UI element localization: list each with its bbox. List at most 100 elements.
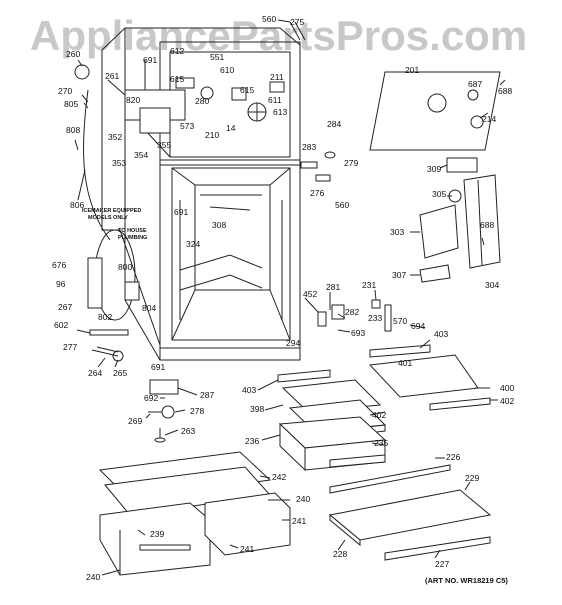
part-label: 694 <box>411 321 425 331</box>
part-label: 691 <box>151 362 165 372</box>
part-label: 304 <box>485 280 499 290</box>
part-label: 355 <box>157 140 171 150</box>
part-label: 688 <box>480 220 494 230</box>
part-label: 226 <box>446 452 460 462</box>
part-label: 802 <box>98 312 112 322</box>
part-label: 691 <box>174 207 188 217</box>
part-label: 808 <box>66 125 80 135</box>
part-label: 403 <box>242 385 256 395</box>
part-label: 240 <box>86 572 100 582</box>
brackets <box>89 151 392 443</box>
part-label: 693 <box>351 328 365 338</box>
part-label: 687 <box>468 79 482 89</box>
part-label: 240 <box>296 494 310 504</box>
art-number: (ART NO. WR18219 C5) <box>425 576 508 585</box>
leader-lines <box>74 19 506 576</box>
shelves <box>277 344 491 472</box>
part-label: 452 <box>303 289 317 299</box>
part-label: 615 <box>170 74 184 84</box>
part-label: 280 <box>195 96 209 106</box>
part-label: 398 <box>250 404 264 414</box>
bottom-shelf <box>328 464 492 561</box>
part-label: 692 <box>144 393 158 403</box>
water-line-components <box>83 89 140 362</box>
part-label: 800 <box>118 262 132 272</box>
part-label: 309 <box>427 164 441 174</box>
part-label: 615 <box>240 85 254 95</box>
part-label: 610 <box>220 65 234 75</box>
crisper-pans <box>98 451 291 576</box>
part-label: 229 <box>465 473 479 483</box>
part-label: 239 <box>150 529 164 539</box>
part-label: 352 <box>108 132 122 142</box>
part-label: 214 <box>482 114 496 124</box>
icemaker-note-line2: MODELS ONLY <box>88 215 128 221</box>
part-label: 307 <box>392 270 406 280</box>
plumbing-note-line1: TO HOUSE <box>118 228 147 234</box>
part-label: 261 <box>105 71 119 81</box>
part-label: 305 <box>432 189 446 199</box>
part-label: 267 <box>58 302 72 312</box>
part-label: 96 <box>56 279 66 289</box>
part-label: 560 <box>262 14 276 24</box>
part-label: 270 <box>58 86 72 96</box>
part-label: 236 <box>245 436 259 446</box>
part-label: 281 <box>326 282 340 292</box>
part-label: 353 <box>112 158 126 168</box>
part-label: 241 <box>292 516 306 526</box>
part-label: 820 <box>126 95 140 105</box>
part-label: 233 <box>368 313 382 323</box>
part-label: 282 <box>345 307 359 317</box>
part-label: 400 <box>500 383 514 393</box>
part-label: 570 <box>393 316 407 326</box>
part-label: 277 <box>63 342 77 352</box>
part-label: 211 <box>270 72 284 82</box>
freezer-components <box>74 21 306 134</box>
part-label: 612 <box>170 46 184 56</box>
part-label: 276 <box>310 188 324 198</box>
part-label: 275 <box>290 17 304 27</box>
plumbing-note-line2: PLUMBING <box>118 235 147 241</box>
part-label: 265 <box>113 368 127 378</box>
part-label: 402 <box>500 396 514 406</box>
part-label: 613 <box>273 107 287 117</box>
part-label: 401 <box>398 358 412 368</box>
part-label: 402 <box>372 410 386 420</box>
part-label: 241 <box>240 544 254 554</box>
part-label: 14 <box>226 123 236 133</box>
part-label: 354 <box>134 150 148 160</box>
part-label: 551 <box>210 52 224 62</box>
part-label: 611 <box>268 95 282 105</box>
part-label: 804 <box>142 303 156 313</box>
part-label: 242 <box>272 472 286 482</box>
part-labels: 560 275 260 612 551 691 615 610 261 201 … <box>52 14 514 582</box>
part-label: 303 <box>390 227 404 237</box>
part-label: 806 <box>70 200 84 210</box>
part-label: 308 <box>212 220 226 230</box>
part-label: 287 <box>200 390 214 400</box>
part-label: 560 <box>335 200 349 210</box>
part-label: 264 <box>88 368 102 378</box>
part-label: 688 <box>498 86 512 96</box>
part-label: 263 <box>181 426 195 436</box>
part-label: 602 <box>54 320 68 330</box>
part-label: 284 <box>327 119 341 129</box>
part-label: 676 <box>52 260 66 270</box>
air-duct <box>419 174 501 283</box>
part-label: 228 <box>333 549 347 559</box>
part-label: 278 <box>190 406 204 416</box>
icemaker-note-line1: ICEMAKER EQUIPPED <box>82 208 141 214</box>
part-label: 235 <box>374 438 388 448</box>
part-label: 294 <box>286 338 300 348</box>
part-label: 403 <box>434 329 448 339</box>
part-label: 227 <box>435 559 449 569</box>
part-label: 210 <box>205 130 219 140</box>
part-label: 279 <box>344 158 358 168</box>
part-label: 691 <box>143 55 157 65</box>
part-label: 573 <box>180 121 194 131</box>
part-label: 283 <box>302 142 316 152</box>
part-label: 269 <box>128 416 142 426</box>
part-label: 805 <box>64 99 78 109</box>
